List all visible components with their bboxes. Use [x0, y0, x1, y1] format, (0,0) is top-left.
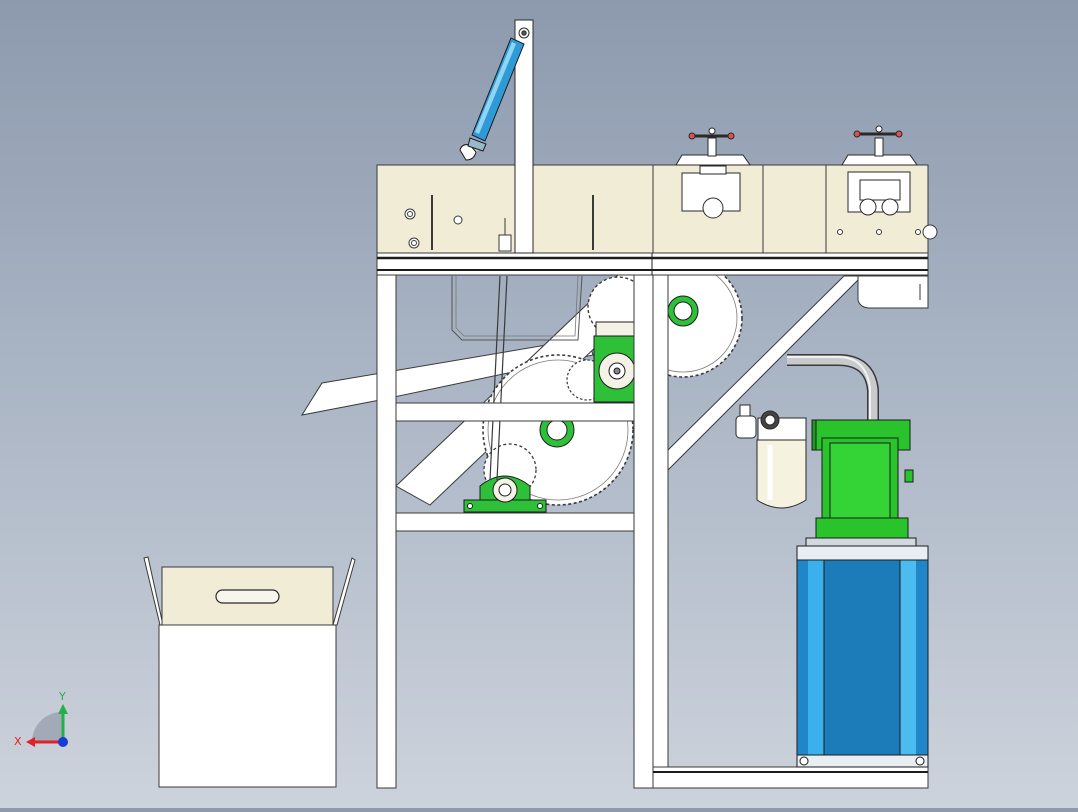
y-axis-label: Y	[58, 690, 66, 703]
steel-frame	[376, 252, 929, 789]
cardboard-box	[143, 556, 356, 788]
cylinder-mast	[514, 19, 534, 254]
oil-tank	[796, 559, 929, 768]
box-right-flap	[332, 557, 356, 626]
side-bracket	[857, 275, 929, 309]
electric-motor	[811, 419, 914, 547]
box-left-flap	[143, 556, 164, 626]
x-axis-label: X	[14, 735, 22, 748]
z-axis-dot	[58, 737, 68, 747]
gear-reducer	[593, 321, 636, 403]
return-hose	[787, 354, 879, 420]
frame-beam-lower	[395, 512, 635, 532]
frame-base-rail	[652, 766, 929, 789]
press-roller-unit-2	[841, 125, 918, 216]
housing-small-box	[762, 164, 827, 254]
pillow-block-bearing	[463, 475, 547, 513]
press-roller-unit-1	[675, 127, 751, 219]
oil-filter	[735, 404, 807, 509]
tank-lid	[796, 537, 929, 561]
frame-leg-middle	[633, 274, 654, 789]
frame-beam-upper	[395, 402, 635, 422]
drive-belt	[489, 275, 508, 481]
view-orientation-triad[interactable]: Y X	[14, 690, 68, 748]
box-front-panel	[158, 624, 337, 788]
frame-leg-right-inner	[652, 274, 669, 773]
box-handle-slot	[215, 589, 280, 604]
frame-leg-left	[376, 274, 397, 789]
hydraulic-cylinder	[459, 37, 525, 161]
